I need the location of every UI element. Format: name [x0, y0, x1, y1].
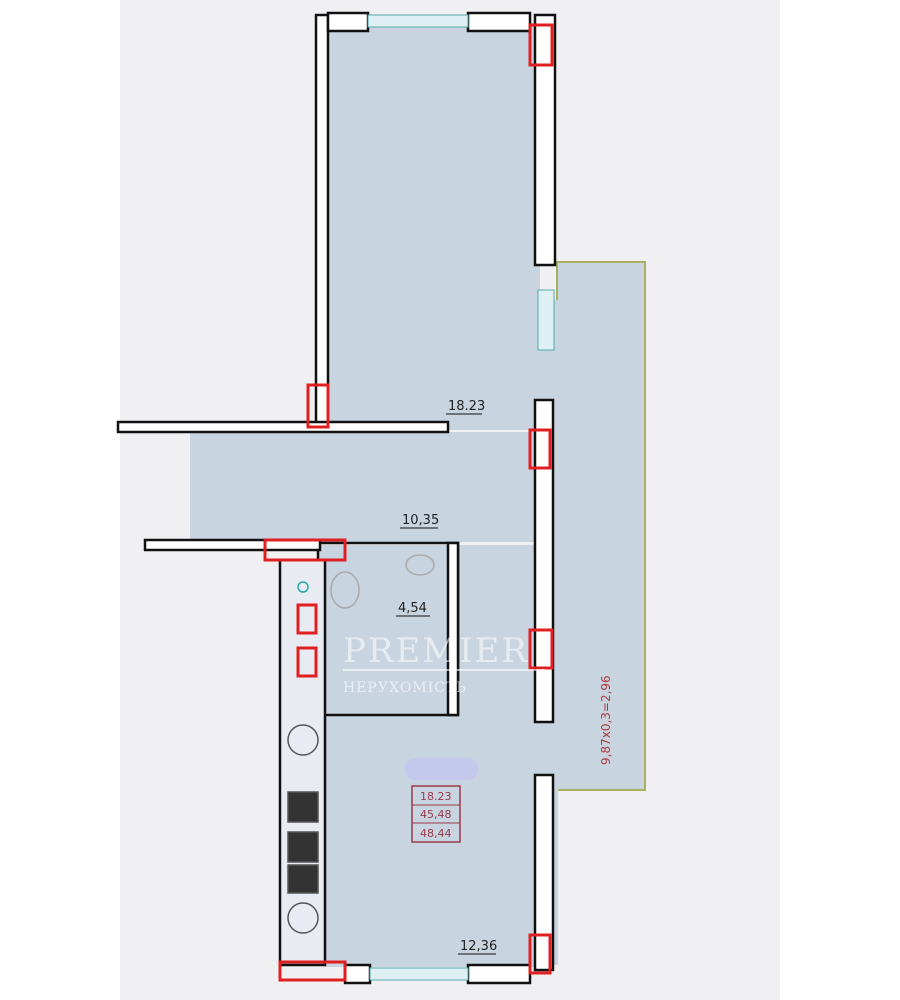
- highlight-pill: [405, 758, 478, 780]
- kitchen-fixtures: [287, 554, 435, 934]
- columns: [263, 23, 554, 982]
- room-area-kitchen: 12,36: [460, 939, 497, 954]
- room-area-hallway: 10,35: [402, 513, 439, 528]
- watermark-brand: PREMIER: [343, 631, 529, 671]
- room-area-bedroom: 18.23: [448, 399, 485, 414]
- balcony-area: 9,87x0,3=2,96: [599, 675, 613, 765]
- room-hallway: [190, 432, 540, 542]
- room-bedroom: [325, 25, 540, 430]
- windows: [367, 14, 555, 981]
- summary-box: [411, 785, 461, 843]
- room-area-bathroom: 4,54: [398, 601, 427, 616]
- summary-total: 45,48: [420, 808, 452, 821]
- summary-total-balcony: 48,44: [420, 827, 452, 840]
- summary-living: 18.23: [420, 790, 452, 803]
- watermark-subtitle: НЕРУХОМІСТЬ: [343, 680, 467, 696]
- balcony: [556, 261, 646, 791]
- room-fill-corridor: [458, 545, 540, 665]
